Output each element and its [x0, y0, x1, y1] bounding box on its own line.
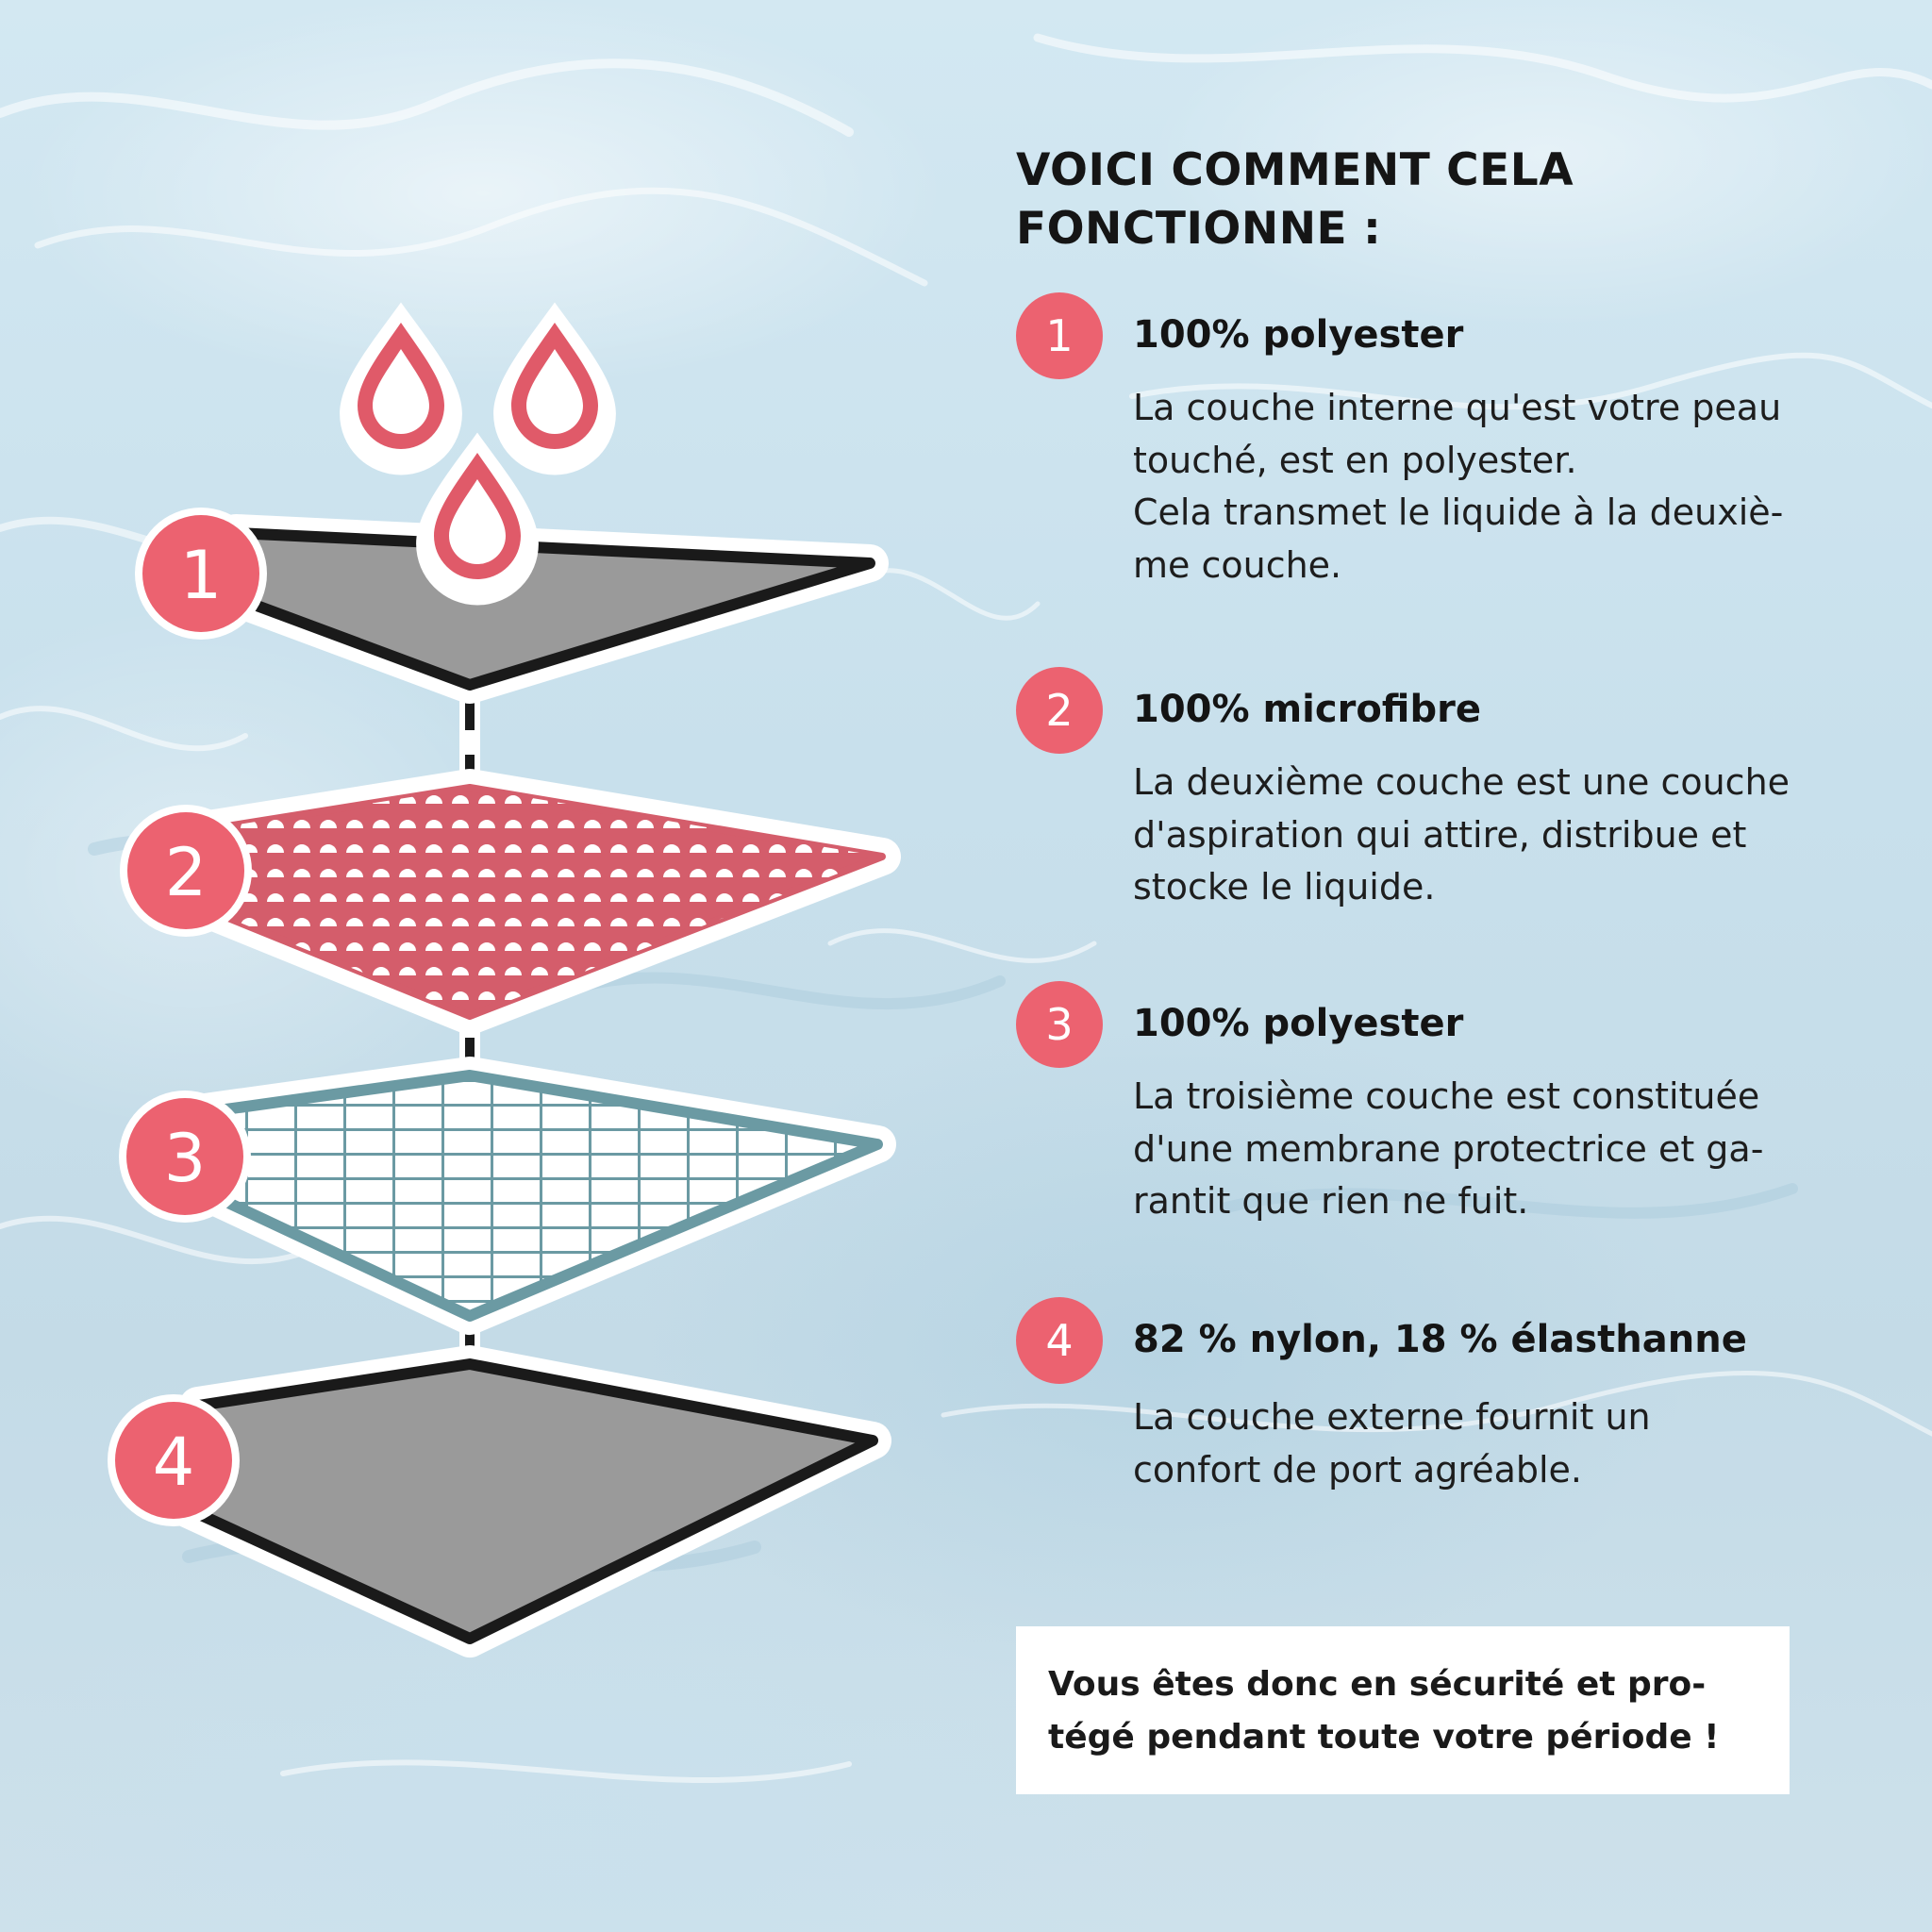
diagram-badge-number: 1 [180, 537, 223, 614]
diagram-badge-1: 1 [135, 508, 267, 640]
step-badge: 3 [1016, 981, 1103, 1068]
diagram-badge-2: 2 [120, 805, 252, 937]
step-heading: 100% microfibre [1133, 688, 1481, 731]
description-line: La troisième couche est constituée [1133, 1075, 1760, 1117]
step-heading: 82 % nylon, 18 % élasthanne [1133, 1318, 1747, 1361]
diagram-badge-number: 3 [164, 1120, 207, 1197]
step-description: La deuxième couche est une couche d'aspi… [1133, 757, 1907, 914]
description-line: me couche. [1133, 543, 1342, 586]
diagram-badge-3: 3 [119, 1091, 251, 1223]
title-line: FONCTIONNE : [1016, 203, 1382, 255]
summary-note: Vous êtes donc en sécurité et pro- tégé … [1016, 1626, 1790, 1794]
drop-icon [340, 302, 462, 475]
description-line: rantit que rien ne fuit. [1133, 1180, 1529, 1222]
diagram-badge-4: 4 [108, 1394, 240, 1526]
step-badge: 1 [1016, 292, 1103, 379]
description-line: La couche externe fournit un [1133, 1396, 1651, 1438]
diagram-badge-number: 2 [165, 834, 208, 911]
diagram-badge-number: 4 [153, 1424, 195, 1501]
step-description: La couche externe fournit un confort de … [1133, 1391, 1907, 1496]
note-line: tégé pendant toute votre période ! [1048, 1718, 1720, 1757]
layer-2-shape [179, 769, 901, 1035]
step-heading: 100% polyester [1133, 1002, 1464, 1045]
description-line: confort de port agréable. [1133, 1448, 1583, 1491]
step-heading: 100% polyester [1133, 313, 1464, 357]
title-line: VOICI COMMENT CELA [1016, 144, 1574, 196]
note-line: Vous êtes donc en sécurité et pro- [1048, 1665, 1707, 1704]
layer-3-shape [179, 1057, 896, 1335]
layer-4-shape [170, 1345, 891, 1657]
layer-1-shape [208, 514, 889, 704]
description-line: d'aspiration qui attire, distribue et [1133, 813, 1747, 856]
description-line: Cela transmet le liquide à la deuxiè- [1133, 491, 1784, 533]
description-line: touché, est en polyester. [1133, 439, 1577, 481]
description-line: d'une membrane protectrice et ga- [1133, 1127, 1764, 1170]
description-line: La deuxième couche est une couche [1133, 761, 1790, 803]
description-line: stocke le liquide. [1133, 866, 1436, 908]
step-description: La couche interne qu'est votre peau touc… [1133, 382, 1907, 591]
step-description: La troisième couche est constituée d'une… [1133, 1071, 1907, 1228]
page-title: VOICI COMMENT CELA FONCTIONNE : [1016, 142, 1865, 258]
drop-icon [493, 302, 616, 475]
step-badge: 2 [1016, 667, 1103, 754]
drop-icon [416, 432, 539, 606]
step-badge: 4 [1016, 1297, 1103, 1384]
description-line: La couche interne qu'est votre peau [1133, 387, 1782, 428]
